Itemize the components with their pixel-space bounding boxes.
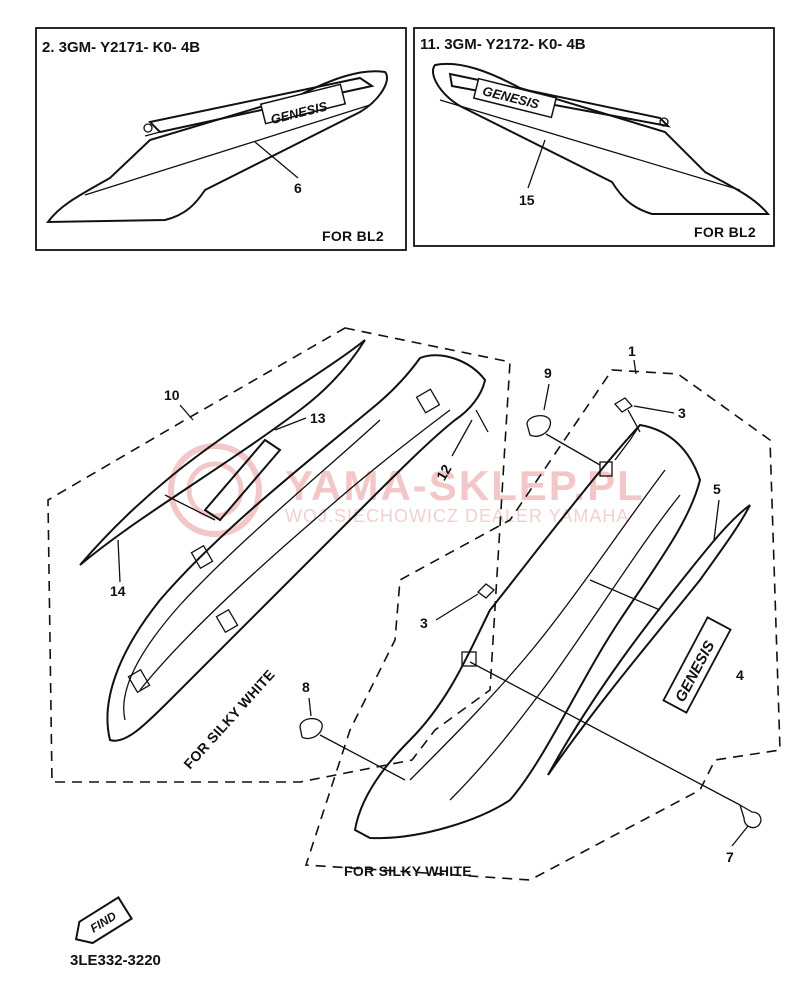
nut-3-mid [477, 583, 495, 599]
side-cover-frame [106, 354, 487, 742]
inset-right: 11. 3GM- Y2172- K0- 4B GENESIS 15 FOR BL… [413, 27, 775, 247]
side-cover-left-illustration: GENESIS [46, 70, 388, 224]
inset-left-note: FOR BL2 [322, 228, 384, 244]
inset-right-note: FOR BL2 [694, 224, 756, 240]
callout-13: 13 [310, 410, 326, 426]
strip-5 [547, 504, 751, 776]
watermark: YAMA-SKLEP.PL WOJ.SIECHOWICZ DEALER YAMA… [168, 443, 645, 537]
watermark-title: YAMA-SKLEP.PL [285, 462, 645, 509]
right-group-boundary [304, 369, 781, 881]
right-group-note: FOR SILKY WHITE [344, 863, 472, 879]
left-group-boundary [47, 327, 511, 783]
callout-5: 5 [713, 481, 721, 497]
callout-15: 15 [519, 192, 535, 208]
callout-10: 10 [164, 387, 180, 403]
emblem-4: GENESIS [662, 616, 732, 714]
inset-right-frame [413, 27, 775, 247]
grommet-8 [299, 717, 323, 740]
callout-4: 4 [736, 667, 744, 683]
nut-3-top [613, 397, 634, 413]
stripe-14 [79, 339, 366, 566]
callout-7: 7 [726, 849, 734, 865]
right-cover-group: GENESIS 1 9 3 5 3 4 8 7 FOR SILKY WHITE [299, 343, 781, 881]
left-cover-group: 10 13 12 14 FOR SILKY WHITE [47, 327, 511, 783]
inset-right-part-code: 11. 3GM- Y2172- K0- 4B [420, 36, 586, 53]
callout-14: 14 [110, 583, 126, 599]
find-badge: FIND [74, 896, 134, 945]
side-cover-right-illustration: GENESIS [432, 62, 771, 215]
inset-left-frame [35, 27, 407, 251]
callout-8: 8 [302, 679, 310, 695]
grommet-9 [526, 414, 552, 437]
diagram-code: 3LE332-3220 [70, 952, 161, 969]
inset-left-part-code: 2. 3GM- Y2171- K0- 4B [42, 39, 200, 56]
callout-3-top: 3 [678, 405, 686, 421]
callout-9: 9 [544, 365, 552, 381]
side-cover-main [353, 423, 702, 840]
watermark-subtitle: WOJ.SIECHOWICZ DEALER YAMAHA [285, 506, 629, 526]
left-group-note: FOR SILKY WHITE [180, 666, 277, 772]
screw-7 [738, 803, 762, 829]
callout-1: 1 [628, 343, 636, 359]
callout-3-mid: 3 [420, 615, 428, 631]
callout-6: 6 [294, 180, 302, 196]
callout-12: 12 [433, 461, 455, 483]
stripe-13 [203, 438, 282, 522]
inset-left: 2. 3GM- Y2171- K0- 4B GENESIS 6 FOR BL2 [35, 27, 407, 251]
